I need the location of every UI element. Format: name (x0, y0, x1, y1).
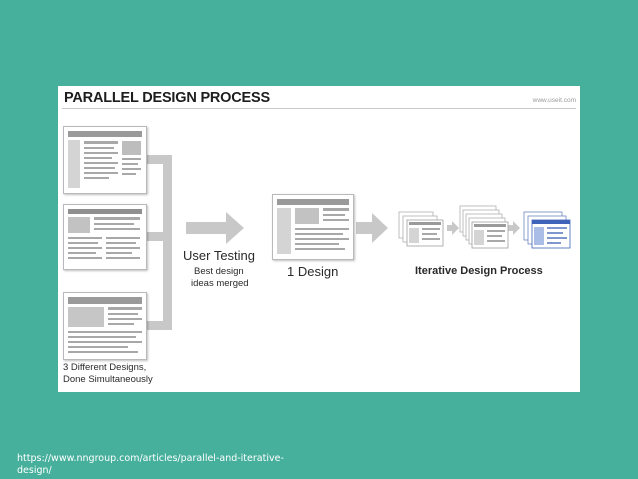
merged-design-thumbnail (272, 194, 354, 260)
iterative-process-label: Iterative Design Process (415, 265, 543, 277)
connector-bracket (163, 155, 172, 330)
connector-stub-top (147, 155, 169, 164)
user-testing-subtitle-line2: ideas merged (191, 278, 249, 289)
arrow-to-iterative (356, 213, 388, 243)
user-testing-label: User Testing (183, 248, 256, 263)
iteration-stack-1 (398, 211, 444, 247)
parallel-designs-caption-line1: 3 Different Designs, (63, 362, 147, 373)
source-link[interactable]: https://www.nngroup.com/articles/paralle… (17, 453, 284, 476)
parallel-designs-caption-line2: Done Simultaneously (63, 374, 153, 385)
one-design-label: 1 Design (287, 264, 339, 279)
connector-stub-middle (147, 232, 169, 241)
design-thumbnail-3 (63, 292, 147, 360)
watermark: www.useit.com (532, 97, 576, 104)
design-thumbnail-1 (63, 126, 147, 194)
design-thumbnail-2 (63, 204, 147, 270)
title-divider (62, 108, 576, 109)
iteration-stack-2 (459, 205, 509, 249)
arrow-to-user-testing (186, 212, 244, 244)
connector-stub-bottom (147, 321, 169, 330)
user-testing-subtitle-line1: Best design (194, 266, 244, 277)
diagram-title: PARALLEL DESIGN PROCESS (64, 90, 270, 106)
iteration-arrow-2 (508, 221, 520, 235)
iteration-stack-3 (523, 211, 571, 249)
iteration-arrow-1 (447, 221, 459, 235)
